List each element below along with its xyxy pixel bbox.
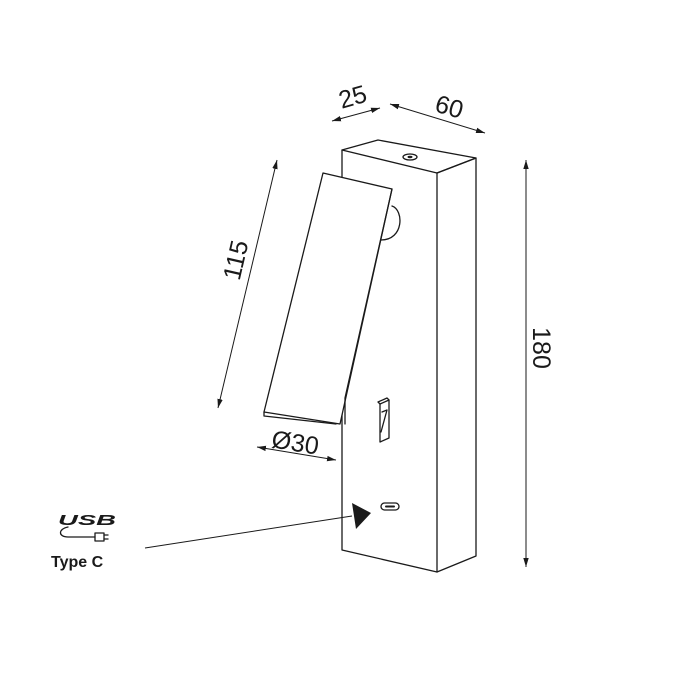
top-hole-inner [407, 155, 413, 159]
body-front-face [436, 157, 477, 573]
rocker-switch-icon [377, 397, 390, 443]
dim-width-label: 60 [432, 90, 466, 125]
dim-head-diameter-label: Ø30 [270, 426, 321, 461]
pivot-knob [380, 205, 401, 241]
lamp-arm [263, 172, 393, 425]
usb-c-port-icon [380, 502, 400, 511]
arm-panel [263, 172, 393, 425]
top-hole-icon [402, 153, 418, 161]
pointer-arrow-icon [144, 503, 371, 549]
usb-logo-text: USB [58, 512, 116, 529]
dim-height: 180 [523, 160, 555, 567]
usb-logo-icon: USB [58, 512, 116, 529]
arm-right-edge [344, 188, 393, 425]
usb-cable-icon [59, 526, 109, 542]
dim-head-diameter: Ø30 [256, 426, 337, 462]
dim-depth: 25 [331, 80, 381, 122]
dim-arm-length: 115 [217, 159, 278, 409]
arm-bottom-edge [263, 411, 337, 425]
dim-height-label: 180 [527, 327, 555, 369]
dim-depth-label: 25 [336, 80, 370, 115]
dim-width: 60 [389, 90, 486, 134]
usb-type-c-label: Type C [51, 554, 104, 571]
